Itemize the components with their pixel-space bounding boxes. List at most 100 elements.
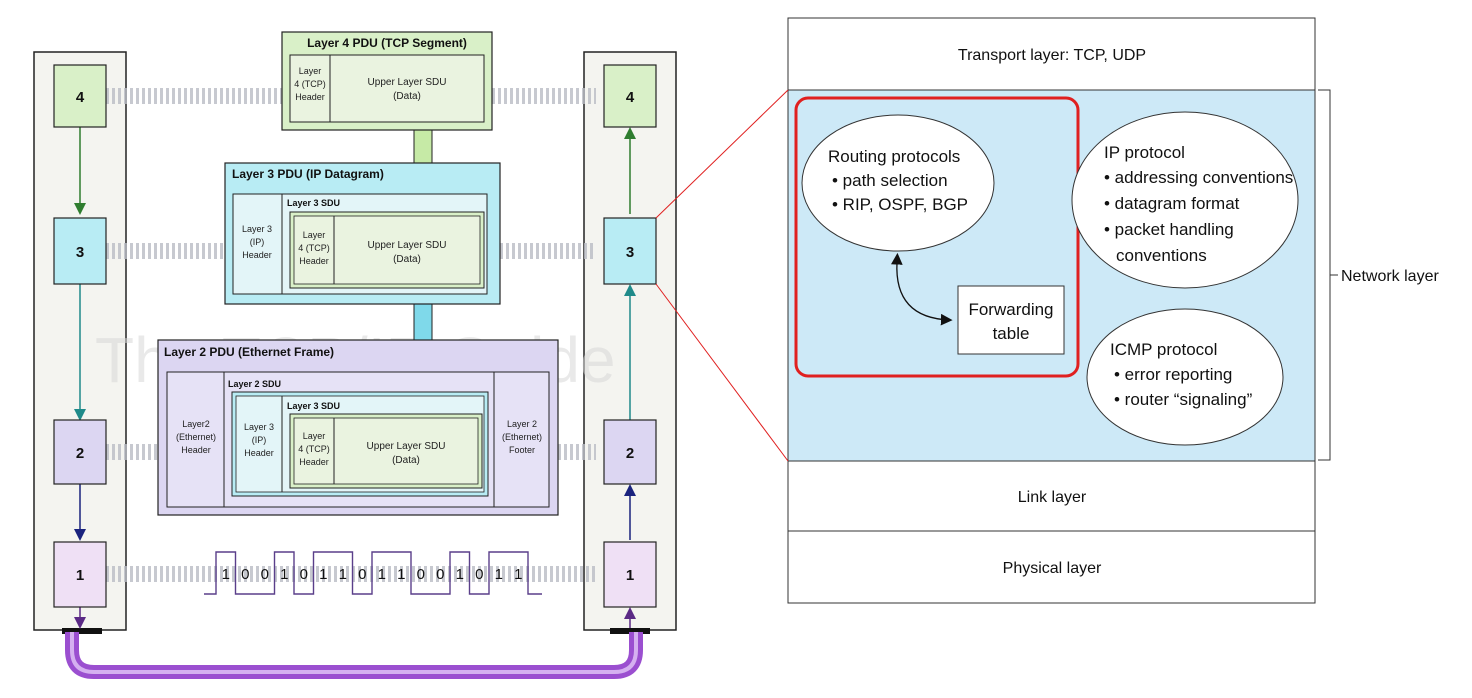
layer3-pdu-title: Layer 3 PDU (IP Datagram) — [232, 167, 384, 181]
bit-label: 0 — [261, 566, 269, 583]
link-layer-label: Link layer — [1018, 489, 1087, 506]
svg-text:4 (TCP): 4 (TCP) — [298, 243, 330, 253]
svg-text:Header: Header — [242, 250, 272, 260]
layer2-pdu: Layer 2 PDU (Ethernet Frame) Layer2 (Eth… — [157, 339, 559, 516]
forwarding-table-label-2: table — [993, 324, 1030, 343]
layer3-sdu-title: Layer 3 SDU — [287, 198, 340, 208]
bit-label: 1 — [319, 566, 327, 583]
icmp-item-error: • error reporting — [1114, 365, 1232, 384]
svg-text:(Ethernet): (Ethernet) — [502, 432, 542, 442]
layer-box-4-left: 4 — [53, 64, 107, 128]
svg-text:(Data): (Data) — [393, 254, 421, 265]
icmp-protocol-ellipse — [1086, 308, 1284, 446]
svg-text:Layer: Layer — [299, 66, 322, 76]
svg-text:Header: Header — [299, 256, 329, 266]
routing-item-path: • path selection — [832, 171, 948, 190]
bit-label: 1 — [495, 566, 503, 583]
network-layer-label: Network layer — [1341, 268, 1439, 285]
zoom-line-bottom — [655, 283, 789, 462]
ip-item-addressing: • addressing conventions — [1104, 168, 1293, 187]
svg-text:1: 1 — [626, 567, 634, 584]
physical-cable-highlight — [70, 632, 638, 674]
control-plane-highlight — [794, 96, 1080, 378]
layer2-sdu-title: Layer 2 SDU — [228, 379, 281, 389]
cable-base-right — [610, 628, 650, 634]
bit-label: 0 — [358, 566, 366, 583]
svg-text:Layer: Layer — [303, 230, 326, 240]
layer-box-1-right: 1 — [603, 541, 657, 608]
icmp-protocol-title: ICMP protocol — [1110, 340, 1217, 359]
ip-protocol-title: IP protocol — [1104, 143, 1185, 162]
layer2-pdu-title: Layer 2 PDU (Ethernet Frame) — [164, 345, 334, 359]
routing-item-rip: • RIP, OSPF, BGP — [832, 195, 968, 214]
routing-protocols-title: Routing protocols — [828, 147, 960, 166]
svg-text:(Ethernet): (Ethernet) — [176, 432, 216, 442]
protocol-stack: Transport layer: TCP, UDP Link layer Phy… — [787, 17, 1439, 604]
routing-to-forwarding-arrow — [891, 252, 953, 326]
ip-item-conventions: conventions — [1116, 246, 1207, 265]
svg-text:(Data): (Data) — [392, 455, 420, 466]
bit-label: 0 — [475, 566, 483, 583]
svg-text:4 (TCP): 4 (TCP) — [294, 79, 326, 89]
layer2-inner-l3sdu-title: Layer 3 SDU — [287, 401, 340, 411]
svg-text:Header: Header — [295, 92, 325, 102]
svg-text:2: 2 — [626, 445, 634, 462]
svg-text:Header: Header — [244, 448, 274, 458]
peer-flow-lines — [106, 88, 596, 582]
layer-box-1-left: 1 — [53, 541, 107, 608]
svg-text:Footer: Footer — [509, 445, 535, 455]
svg-text:3: 3 — [626, 244, 634, 261]
layer-box-2-right: 2 — [603, 419, 657, 485]
physical-layer-box — [787, 530, 1316, 604]
bit-label: 0 — [300, 566, 308, 583]
bit-label: 0 — [436, 566, 444, 583]
bit-label: 0 — [241, 566, 249, 583]
svg-text:3: 3 — [76, 244, 84, 261]
bit-label: 1 — [378, 566, 386, 583]
svg-text:Layer 3: Layer 3 — [242, 224, 272, 234]
ip-item-packet: • packet handling — [1104, 220, 1234, 239]
ip-item-datagram: • datagram format — [1104, 194, 1240, 213]
layer4-pdu: Layer 4 PDU (TCP Segment) Layer 4 (TCP) … — [281, 31, 493, 131]
svg-text:4 (TCP): 4 (TCP) — [298, 444, 330, 454]
transport-layer-label: Transport layer: TCP, UDP — [958, 47, 1146, 64]
ip-protocol-ellipse — [1071, 111, 1299, 289]
svg-text:Upper Layer SDU: Upper Layer SDU — [368, 240, 447, 251]
layer4-pdu-title: Layer 4 PDU (TCP Segment) — [307, 36, 467, 50]
svg-text:Upper Layer SDU: Upper Layer SDU — [367, 441, 446, 452]
svg-text:(IP): (IP) — [252, 435, 267, 445]
layer-box-4-right: 4 — [603, 64, 657, 128]
cable-base-left — [62, 628, 102, 634]
bit-label: 0 — [417, 566, 425, 583]
svg-text:4: 4 — [626, 89, 635, 106]
layer-box-3-left: 3 — [53, 217, 107, 285]
icmp-item-signaling: • router “signaling” — [1114, 390, 1253, 409]
routing-protocols-ellipse — [801, 114, 995, 252]
bit-waveform — [204, 551, 542, 595]
bit-label: 1 — [339, 566, 347, 583]
physical-cable — [65, 632, 643, 679]
svg-text:2: 2 — [76, 445, 84, 462]
svg-text:Layer2: Layer2 — [182, 419, 210, 429]
zoom-line-top — [655, 89, 789, 219]
svg-text:1: 1 — [76, 567, 84, 584]
bit-label: 1 — [280, 566, 288, 583]
svg-text:4: 4 — [76, 89, 85, 106]
transport-layer-box — [787, 17, 1316, 91]
forwarding-table-box — [957, 285, 1065, 355]
network-layer-bracket — [1318, 89, 1331, 461]
svg-text:(Data): (Data) — [393, 91, 421, 102]
svg-text:Header: Header — [299, 457, 329, 467]
bit-label: 1 — [514, 566, 522, 583]
svg-text:Layer 2: Layer 2 — [507, 419, 537, 429]
forwarding-table-label-1: Forwarding — [968, 300, 1053, 319]
physical-layer-label: Physical layer — [1003, 560, 1102, 577]
layer-box-3-right: 3 — [603, 217, 657, 285]
svg-text:Header: Header — [181, 445, 211, 455]
svg-text:Layer 3: Layer 3 — [244, 422, 274, 432]
svg-text:Upper Layer SDU: Upper Layer SDU — [368, 77, 447, 88]
bit-label: 1 — [456, 566, 464, 583]
svg-text:Layer: Layer — [303, 431, 326, 441]
bit-label: 1 — [397, 566, 405, 583]
